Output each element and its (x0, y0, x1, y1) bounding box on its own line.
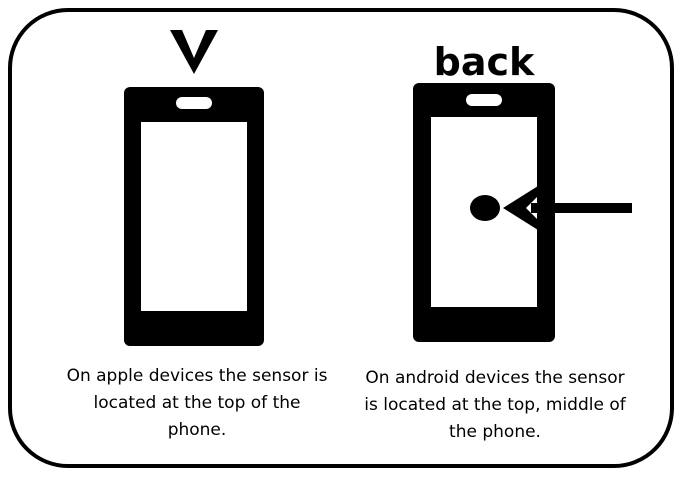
android-caption: On android devices the sensor is located… (364, 368, 626, 442)
android-top-slot-icon (466, 94, 502, 106)
rounded-frame (8, 8, 674, 468)
apple-caption: On apple devices the sensor is located a… (66, 366, 328, 440)
down-arrow-icon (170, 30, 218, 74)
back-label: back (433, 40, 535, 84)
sensor-dot-icon (470, 195, 500, 221)
left-arrow-icon (503, 186, 632, 230)
apple-sensor-icon (176, 97, 212, 109)
apple-phone-icon (124, 87, 264, 346)
